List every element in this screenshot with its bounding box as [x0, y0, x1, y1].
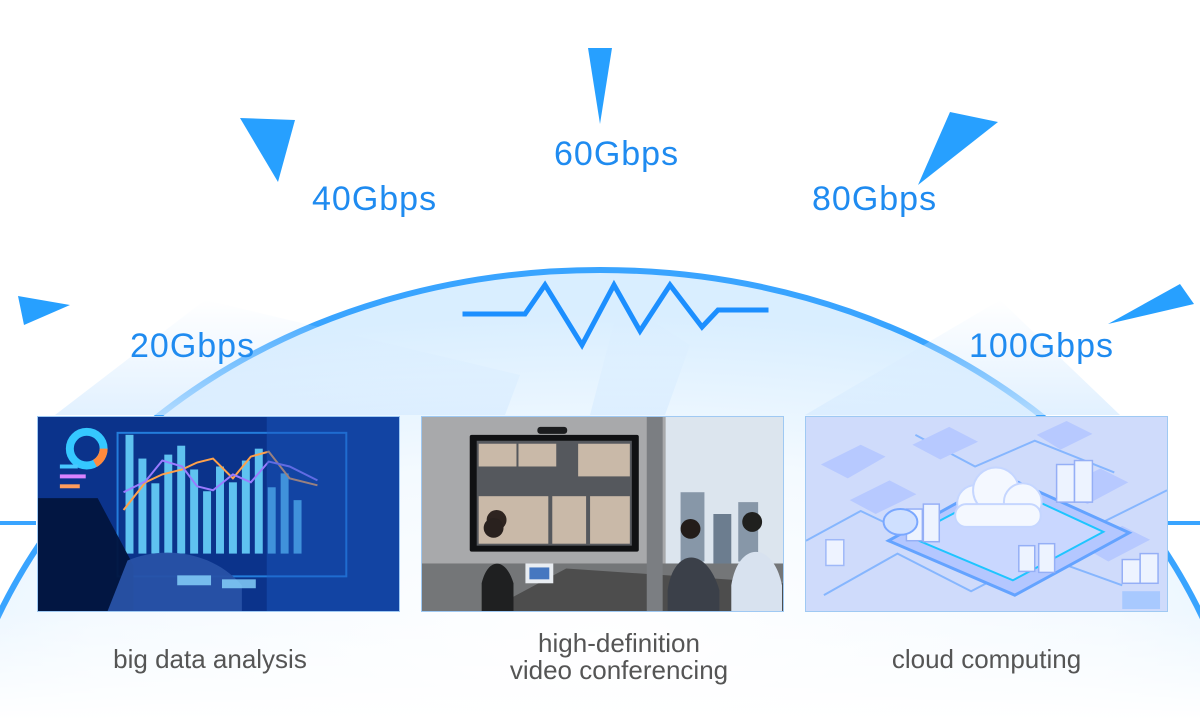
zigzag-signal-icon [462, 279, 769, 351]
big-data-analysis-caption: big data analysis [113, 644, 307, 674]
cloud-computing-image [805, 416, 1168, 612]
cloud-icon [954, 466, 1043, 528]
light-beam-left [55, 300, 520, 415]
speed-label-40: 40Gbps [312, 180, 438, 218]
video-conferencing-illustration [422, 417, 783, 611]
light-beam-right [805, 300, 1120, 415]
video-conferencing-image [421, 416, 784, 612]
big-data-illustration [38, 417, 399, 611]
triangle-pointer-icon [240, 118, 295, 182]
chart-ring-icon [65, 427, 108, 470]
light-beam-center [590, 300, 690, 415]
speed-label-80: 80Gbps [812, 180, 938, 218]
triangle-pointer-icon [918, 112, 998, 185]
big-data-analysis-image [37, 416, 400, 612]
bar-chart-graphic [125, 434, 302, 554]
triangle-pointer-icon [588, 48, 612, 124]
cloud-computing-illustration [806, 417, 1167, 611]
triangle-pointer-icon [1108, 284, 1194, 324]
speed-label-100: 100Gbps [969, 327, 1114, 365]
video-conferencing-caption: high-definition video conferencing [509, 628, 729, 686]
cloud-computing-caption: cloud computing [891, 644, 1082, 674]
triangle-pointer-icon [18, 296, 70, 325]
speed-label-60: 60Gbps [554, 135, 680, 173]
speed-label-20: 20Gbps [130, 327, 256, 365]
